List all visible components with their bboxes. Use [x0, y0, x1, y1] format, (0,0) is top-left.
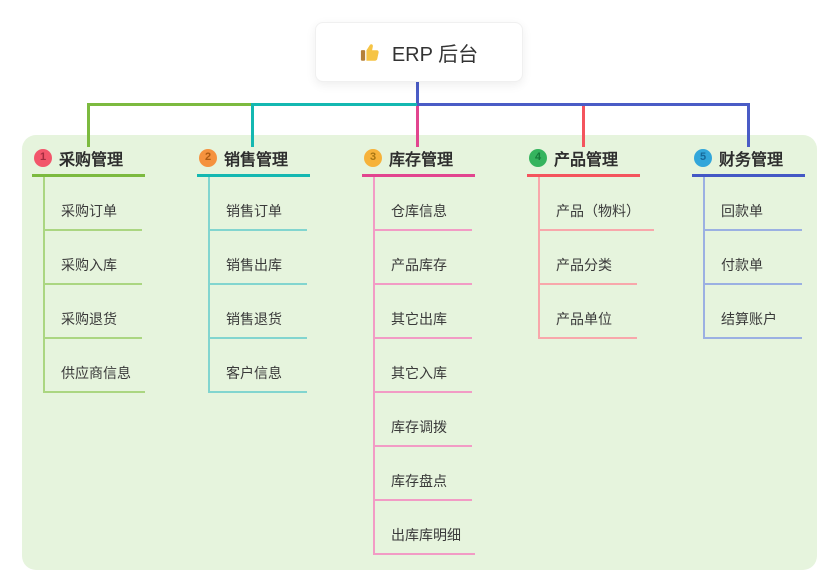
node-sales-outbound[interactable]: 销售出库	[210, 231, 307, 285]
node-payment-bill[interactable]: 付款单	[705, 231, 802, 285]
node-purchase-inbound[interactable]: 采购入库	[45, 231, 142, 285]
trunk-line-blue	[417, 103, 750, 106]
badge-1: 1	[34, 148, 52, 167]
badge-2: 2	[199, 148, 217, 167]
branch-sales: 2 销售管理 销售订单 销售出库 销售退货 客户信息	[197, 146, 310, 393]
trunk-line-green	[87, 103, 254, 106]
trunk-line-teal	[254, 103, 417, 106]
branch-sales-node[interactable]: 2 销售管理	[197, 146, 310, 177]
node-stock-transfer[interactable]: 库存调拨	[375, 393, 472, 447]
branch4-elbow-line	[582, 106, 585, 147]
node-sales-return[interactable]: 销售退货	[210, 285, 307, 339]
node-stock-take[interactable]: 库存盘点	[375, 447, 472, 501]
branch3-elbow-line	[416, 106, 419, 147]
branch-inventory: 3 库存管理 仓库信息 产品库存 其它出库 其它入库 库存调拨 库存盘点 出库库…	[362, 146, 475, 555]
branch-product-title: 产品管理	[554, 151, 619, 169]
node-other-inbound[interactable]: 其它入库	[375, 339, 472, 393]
branch-product-node[interactable]: 4 产品管理	[527, 146, 640, 177]
branch-product-children: 产品（物料） 产品分类 产品单位	[538, 177, 654, 339]
branch-sales-title: 销售管理	[224, 151, 289, 169]
branch-purchase-node[interactable]: 1 采购管理	[32, 146, 145, 177]
branch-inventory-children: 仓库信息 产品库存 其它出库 其它入库 库存调拨 库存盘点 出库库明细	[373, 177, 475, 555]
node-product-category[interactable]: 产品分类	[540, 231, 637, 285]
branch-sales-children: 销售订单 销售出库 销售退货 客户信息	[208, 177, 310, 393]
branch1-elbow-line	[87, 103, 90, 147]
root-node-title: ERP 后台	[391, 43, 479, 66]
badge-5: 5	[694, 148, 712, 167]
root-node-erp[interactable]: ERP 后台	[315, 22, 523, 82]
node-customer-info[interactable]: 客户信息	[210, 339, 307, 393]
node-product-stock[interactable]: 产品库存	[375, 231, 472, 285]
branch-finance: 5 财务管理 回款单 付款单 结算账户	[692, 146, 805, 339]
node-receipt-bill[interactable]: 回款单	[705, 177, 802, 231]
branches-background-panel	[22, 135, 817, 570]
node-product-unit[interactable]: 产品单位	[540, 285, 637, 339]
node-purchase-return[interactable]: 采购退货	[45, 285, 142, 339]
branch-finance-children: 回款单 付款单 结算账户	[703, 177, 805, 339]
branch-finance-node[interactable]: 5 财务管理	[692, 146, 805, 177]
branch5-elbow-line	[747, 103, 750, 147]
branch-purchase-title: 采购管理	[59, 151, 124, 169]
node-product-material[interactable]: 产品（物料）	[540, 177, 654, 231]
branch-purchase: 1 采购管理 采购订单 采购入库 采购退货 供应商信息	[32, 146, 145, 393]
branch-product: 4 产品管理 产品（物料） 产品分类 产品单位	[527, 146, 654, 339]
node-purchase-order[interactable]: 采购订单	[45, 177, 142, 231]
node-warehouse-info[interactable]: 仓库信息	[375, 177, 472, 231]
branch-inventory-node[interactable]: 3 库存管理	[362, 146, 475, 177]
badge-4: 4	[529, 148, 547, 167]
node-settlement-account[interactable]: 结算账户	[705, 285, 802, 339]
branch-finance-title: 财务管理	[719, 151, 784, 169]
node-outbound-detail[interactable]: 出库库明细	[375, 501, 475, 555]
node-other-outbound[interactable]: 其它出库	[375, 285, 472, 339]
root-connector-line	[416, 82, 419, 104]
branch-purchase-children: 采购订单 采购入库 采购退货 供应商信息	[43, 177, 145, 393]
badge-3: 3	[364, 148, 382, 167]
node-sales-order[interactable]: 销售订单	[210, 177, 307, 231]
node-supplier-info[interactable]: 供应商信息	[45, 339, 145, 393]
thumbs-up-icon	[360, 41, 382, 63]
branch-inventory-title: 库存管理	[389, 151, 454, 169]
branch2-elbow-line	[251, 103, 254, 147]
